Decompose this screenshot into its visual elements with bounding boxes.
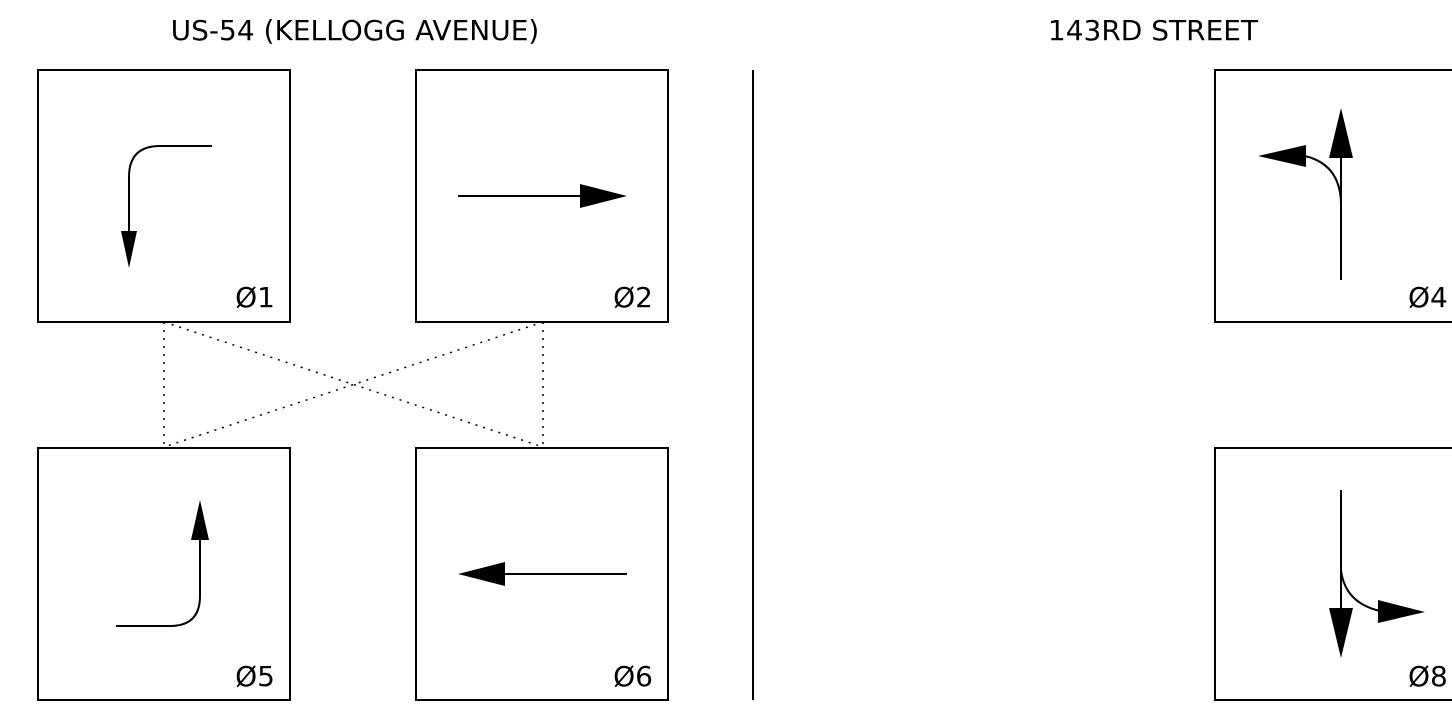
ring-barrier-lines bbox=[163, 321, 544, 448]
phase-box-1: Ø1 bbox=[37, 69, 291, 323]
arrow-head-icon bbox=[191, 500, 209, 540]
right-turn-arrow-icon bbox=[1340, 569, 1386, 613]
phase-label-1: Ø1 bbox=[235, 281, 275, 314]
phase-label-2: Ø2 bbox=[613, 281, 653, 314]
arrow-head-icon bbox=[1329, 608, 1353, 658]
arrow-head-icon bbox=[1258, 145, 1306, 167]
phase-label-4: Ø4 bbox=[1408, 281, 1448, 314]
left-turn-arrow-icon bbox=[1299, 154, 1342, 206]
phase-box-5: Ø5 bbox=[37, 447, 291, 701]
arrow-head-icon bbox=[121, 231, 137, 268]
phase-box-8: Ø8 bbox=[1214, 447, 1452, 701]
phase-box-2: Ø2 bbox=[415, 69, 669, 323]
phase-label-6: Ø6 bbox=[613, 660, 653, 693]
section-title-us54: US-54 (KELLOGG AVENUE) bbox=[171, 14, 540, 47]
arrow-head-icon bbox=[1329, 108, 1353, 158]
phase-box-6: Ø6 bbox=[415, 447, 669, 701]
arrow-head-icon bbox=[580, 184, 627, 208]
phase-box-4: Ø4 bbox=[1214, 69, 1452, 323]
phase-label-8: Ø8 bbox=[1408, 660, 1448, 693]
right-turn-arrow-icon bbox=[116, 535, 201, 627]
arrow-head-icon bbox=[458, 562, 505, 586]
left-turn-arrow-icon bbox=[128, 145, 212, 240]
arrow-head-icon bbox=[1378, 600, 1425, 623]
phase-label-5: Ø5 bbox=[235, 660, 275, 693]
section-title-143rd: 143RD STREET bbox=[1048, 14, 1259, 47]
